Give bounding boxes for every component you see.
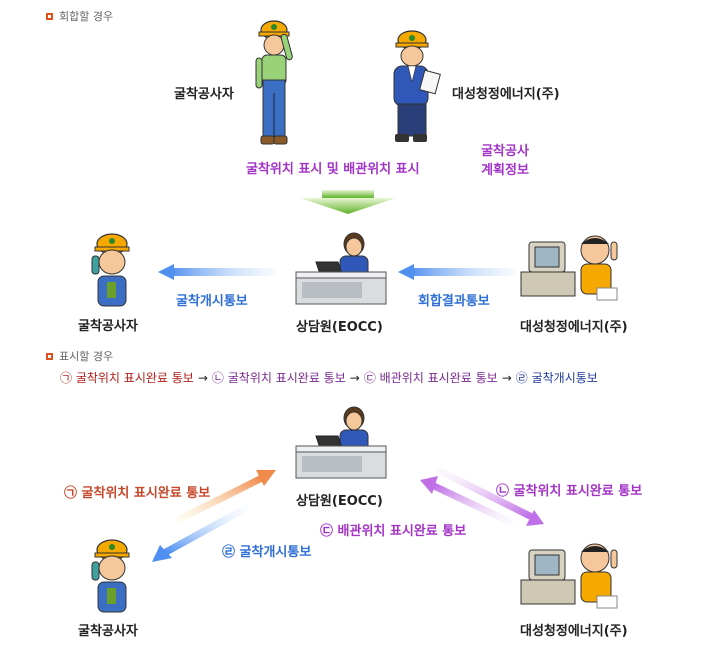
flow3-label: ㉢ 배관위치 표시완료 통보	[320, 520, 466, 539]
flow4-label: ㉣ 굴착개시통보	[222, 541, 311, 560]
flow1-label: ㉠ 굴착위치 표시완료 통보	[64, 482, 210, 501]
flow2-label: ㉡ 굴착위치 표시완료 통보	[496, 480, 642, 499]
